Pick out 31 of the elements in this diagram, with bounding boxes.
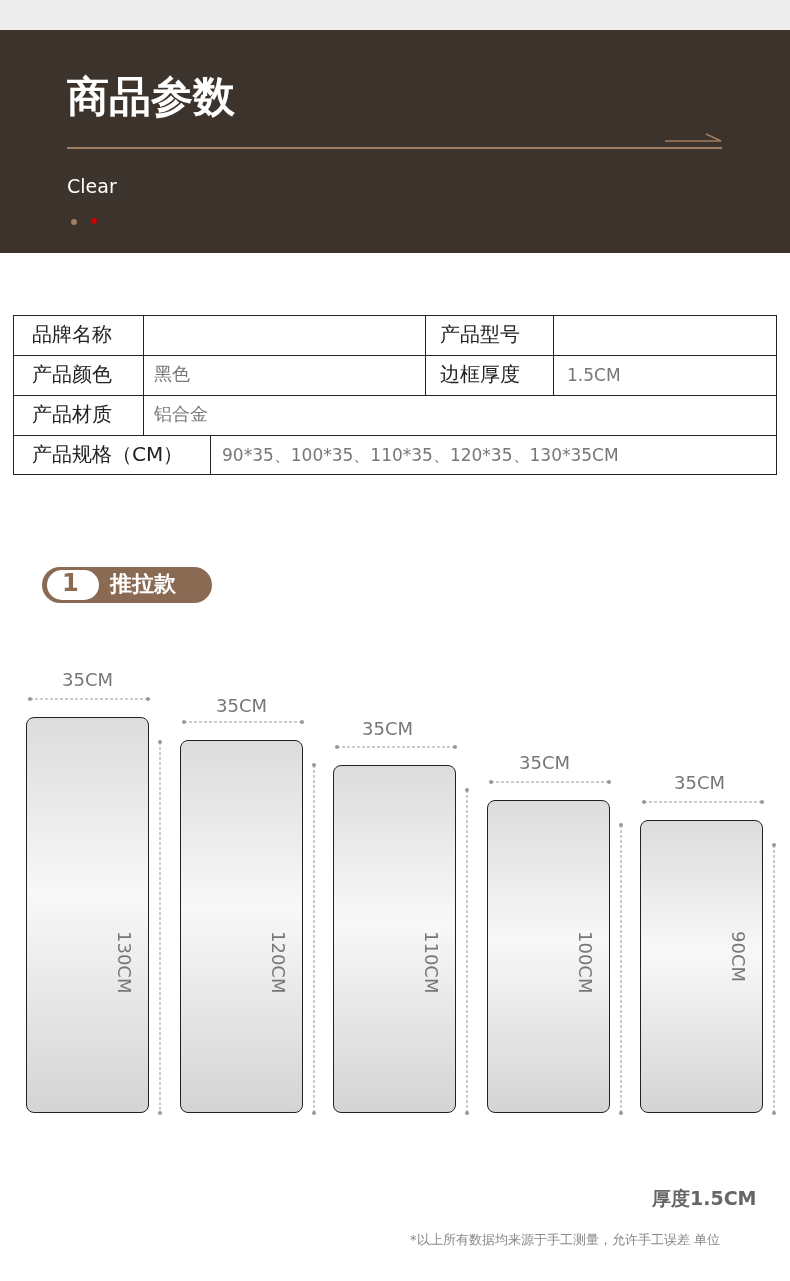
- height-dimension: 120CM: [268, 931, 289, 994]
- table-cell: 1.5CM: [567, 365, 621, 386]
- footnote: *以上所有数据均来源于手工测量，允许手工误差 单位: [410, 1232, 720, 1248]
- width-dimension: 35CM: [62, 669, 113, 691]
- table-cell: 黑色: [154, 363, 190, 385]
- table-cell: 铝合金: [154, 403, 208, 425]
- height-dimension: 110CM: [421, 931, 442, 994]
- mirror-panel: [26, 717, 149, 1113]
- table-header-cell: 产品颜色: [32, 362, 112, 386]
- table-header-cell: 产品型号: [440, 322, 520, 346]
- subtitle: Clear: [67, 175, 117, 198]
- table-header-cell: 产品规格（CM）: [32, 442, 184, 466]
- width-dimension: 35CM: [362, 718, 413, 740]
- mirror-panel: [640, 820, 763, 1113]
- page-title: 商品参数: [67, 72, 235, 123]
- section-number: 1: [62, 569, 79, 598]
- thickness-note: 厚度1.5CM: [652, 1187, 757, 1210]
- table-header-cell: 边框厚度: [440, 362, 520, 386]
- height-dimension: 90CM: [728, 931, 749, 982]
- section-title: 推拉款: [110, 571, 176, 598]
- height-dimension: 100CM: [575, 931, 596, 994]
- table-header-cell: 产品材质: [32, 402, 112, 426]
- mirror-panel: [180, 740, 303, 1113]
- mirror-panel: [333, 765, 456, 1113]
- table-cell: 90*35、100*35、110*35、120*35、130*35CM: [222, 445, 619, 466]
- width-dimension: 35CM: [519, 752, 570, 774]
- width-dimension: 35CM: [216, 695, 267, 717]
- height-dimension: 130CM: [114, 931, 135, 994]
- mirror-panel: [487, 800, 610, 1113]
- width-dimension: 35CM: [674, 772, 725, 794]
- table-header-cell: 品牌名称: [32, 322, 112, 346]
